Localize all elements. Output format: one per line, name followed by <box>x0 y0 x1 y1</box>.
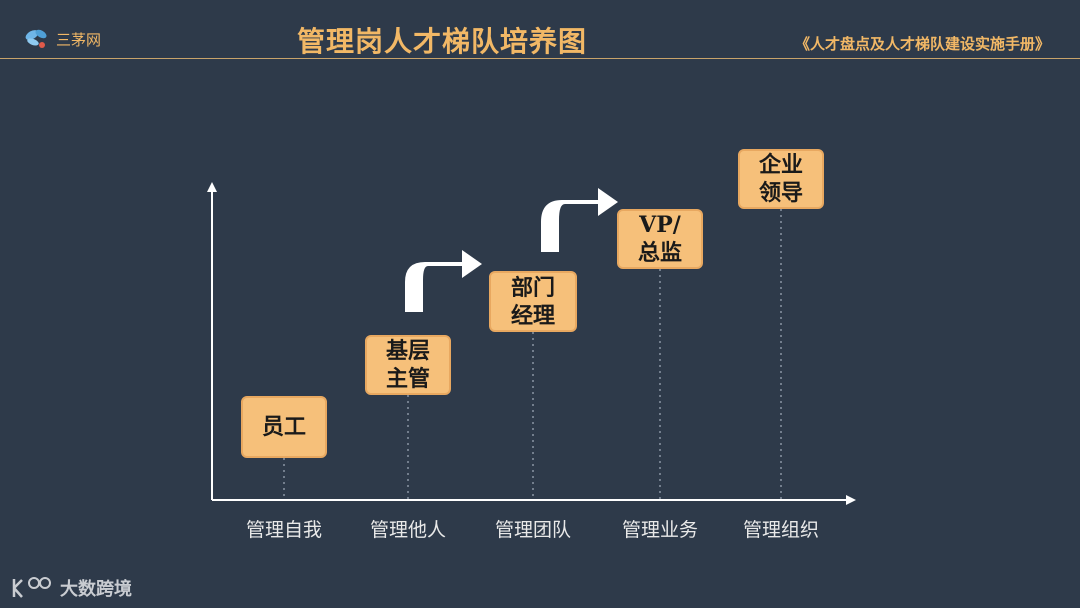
dragonfly-logo-icon <box>25 29 47 48</box>
category-label: 管理自我 <box>245 519 322 541</box>
header-divider <box>0 58 1080 59</box>
category-label: 管理他人 <box>369 519 446 541</box>
level-box-vp: VP/ 总监 <box>617 209 703 269</box>
page-title: 管理岗人才梯队培养图 <box>296 25 587 58</box>
level-box-manager: 部门 经理 <box>489 271 577 332</box>
growth-arrow-icon <box>541 188 618 252</box>
x-axis-arrowhead <box>846 495 856 505</box>
level-label-line2: 领导 <box>758 180 803 206</box>
header: 三茅网 管理岗人才梯队培养图 《人才盘点及人才梯队建设实施手册》 <box>0 0 1080 60</box>
level-label-line1: VP/ <box>639 212 681 238</box>
level-box-executive: 企业 领导 <box>738 149 824 209</box>
watermark: 大数跨境 <box>10 575 132 601</box>
level-box-staff: 员工 <box>241 396 327 458</box>
category-label: 管理组织 <box>742 519 819 541</box>
level-label: 员工 <box>261 414 306 440</box>
category-label: 管理团队 <box>494 519 571 541</box>
level-label-line1: 部门 <box>510 274 555 301</box>
y-axis-arrowhead <box>207 182 217 192</box>
source-reference: 《人才盘点及人才梯队建设实施手册》 <box>794 35 1050 53</box>
growth-arrow-icon <box>405 250 482 312</box>
level-label-line2: 经理 <box>510 302 555 329</box>
level-label-line2: 总监 <box>637 240 682 266</box>
watermark-text: 大数跨境 <box>60 579 132 600</box>
category-label: 管理业务 <box>621 519 698 541</box>
level-label-line2: 主管 <box>385 366 430 392</box>
level-box-supervisor: 基层 主管 <box>365 335 451 395</box>
level-label-line1: 基层 <box>385 338 430 364</box>
brand-watermark-icon <box>12 577 51 598</box>
logo-text: 三茅网 <box>56 30 102 49</box>
level-label-line1: 企业 <box>758 152 803 178</box>
logo: 三茅网 <box>24 26 101 52</box>
